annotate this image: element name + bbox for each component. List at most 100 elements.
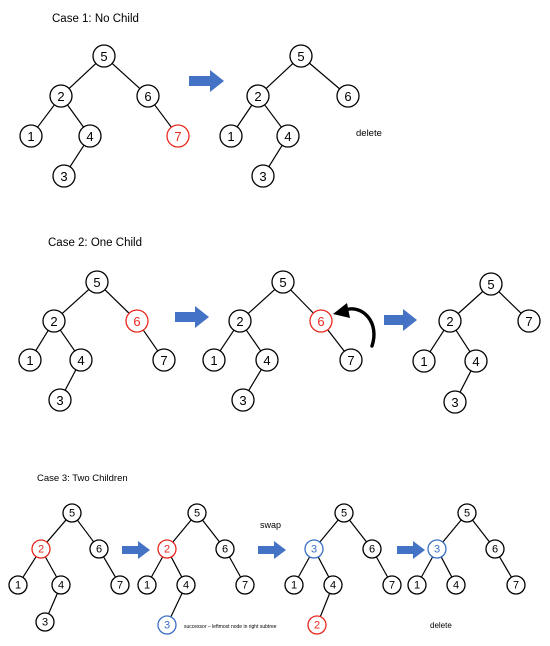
node-circle bbox=[362, 539, 382, 559]
tree-edge bbox=[265, 63, 294, 89]
node-circle bbox=[271, 270, 295, 294]
tree-node-1: 1 bbox=[19, 124, 43, 148]
tree-node-2: 2 bbox=[31, 539, 51, 559]
node-label: 4 bbox=[77, 353, 84, 368]
tree-node-5: 5 bbox=[334, 503, 354, 523]
node-label: 4 bbox=[330, 580, 336, 592]
tree-node-1: 1 bbox=[219, 124, 243, 148]
node-circle bbox=[78, 124, 102, 148]
tree-edge bbox=[319, 593, 331, 617]
tree-node-3: 3 bbox=[157, 615, 177, 635]
node-label: 3 bbox=[42, 617, 48, 629]
node-label: 5 bbox=[194, 508, 200, 520]
tree-node-3: 3 bbox=[304, 539, 324, 559]
node-circle bbox=[485, 539, 505, 559]
node-circle bbox=[19, 124, 43, 148]
node-circle bbox=[187, 503, 207, 523]
node-label: 5 bbox=[93, 275, 100, 290]
tree-node-5: 5 bbox=[479, 272, 503, 296]
case2-title: Case 2: One Child bbox=[48, 237, 142, 249]
tree-edge bbox=[420, 556, 434, 578]
tree-edge bbox=[455, 329, 471, 353]
tree-node-7: 7 bbox=[517, 309, 541, 333]
case2-arrow-right-icon-1 bbox=[175, 306, 209, 328]
node-circle bbox=[157, 539, 177, 559]
tree-node-4: 4 bbox=[464, 349, 488, 373]
node-label: 3 bbox=[164, 620, 170, 632]
node-circle bbox=[289, 44, 313, 68]
tree-node-5: 5 bbox=[457, 503, 477, 523]
node-circle bbox=[48, 388, 72, 412]
tree-edge bbox=[264, 104, 282, 128]
node-circle bbox=[18, 348, 42, 372]
tree-edge bbox=[290, 289, 314, 314]
case2-arrow-right-icon-2 bbox=[384, 309, 417, 331]
tree-node-1: 1 bbox=[137, 575, 157, 595]
tree-edge bbox=[35, 330, 49, 351]
case3-arrow-right-icon-2 bbox=[258, 541, 286, 559]
node-circle bbox=[336, 84, 360, 108]
node-circle bbox=[464, 349, 488, 373]
node-circle bbox=[517, 309, 541, 333]
node-label: 7 bbox=[242, 580, 248, 592]
tree-edge bbox=[46, 519, 67, 543]
tree-node-3: 3 bbox=[48, 388, 72, 412]
node-label: 4 bbox=[263, 353, 270, 368]
tree-node-6: 6 bbox=[362, 539, 382, 559]
curved-arrow-icon bbox=[333, 303, 376, 348]
node-label: 2 bbox=[38, 544, 44, 556]
node-circle bbox=[89, 539, 109, 559]
tree-node-5: 5 bbox=[289, 44, 313, 68]
node-label: 7 bbox=[513, 580, 519, 592]
node-label: 1 bbox=[144, 580, 150, 592]
node-circle bbox=[137, 575, 157, 595]
tree-node-4: 4 bbox=[446, 575, 466, 595]
tree-node-6: 6 bbox=[125, 309, 149, 333]
tree-edge bbox=[48, 593, 58, 614]
node-label: 2 bbox=[446, 314, 453, 329]
node-label: 3 bbox=[239, 393, 246, 408]
node-label: 7 bbox=[347, 353, 354, 368]
tree-node-6: 6 bbox=[215, 539, 235, 559]
node-label: 4 bbox=[183, 580, 189, 592]
node-circle bbox=[407, 575, 427, 595]
node-circle bbox=[255, 348, 279, 372]
node-circle bbox=[309, 309, 333, 333]
case1-delete-note: delete bbox=[356, 128, 382, 139]
tree-edge bbox=[248, 369, 262, 391]
node-circle bbox=[62, 503, 82, 523]
node-label: 5 bbox=[69, 508, 75, 520]
tree-edge bbox=[64, 369, 77, 391]
tree-node-3: 3 bbox=[52, 164, 76, 188]
node-circle bbox=[334, 503, 354, 523]
node-circle bbox=[202, 348, 226, 372]
node-circle bbox=[446, 575, 466, 595]
node-circle bbox=[157, 615, 177, 635]
node-circle bbox=[235, 575, 255, 595]
tree-edge bbox=[429, 329, 445, 353]
node-circle bbox=[42, 309, 66, 333]
node-circle bbox=[304, 539, 324, 559]
node-circle bbox=[438, 309, 462, 333]
node-label: 3 bbox=[434, 544, 440, 556]
node-label: 4 bbox=[284, 129, 291, 144]
tree-node-6: 6 bbox=[336, 84, 360, 108]
tree-node-7: 7 bbox=[235, 575, 255, 595]
tree-node-4: 4 bbox=[276, 124, 300, 148]
tree-edge bbox=[319, 519, 339, 543]
node-circle bbox=[176, 575, 196, 595]
node-label: 7 bbox=[525, 314, 532, 329]
case3-arrow-right-icon-1 bbox=[122, 541, 150, 559]
node-label: 5 bbox=[341, 508, 347, 520]
tree-edge bbox=[349, 519, 367, 543]
node-circle bbox=[69, 348, 93, 372]
tree-edge bbox=[297, 556, 311, 578]
tree-edge bbox=[472, 519, 490, 543]
node-circle bbox=[339, 348, 363, 372]
node-label: 2 bbox=[236, 314, 243, 329]
tree-node-1: 1 bbox=[202, 348, 226, 372]
node-label: 2 bbox=[50, 314, 57, 329]
